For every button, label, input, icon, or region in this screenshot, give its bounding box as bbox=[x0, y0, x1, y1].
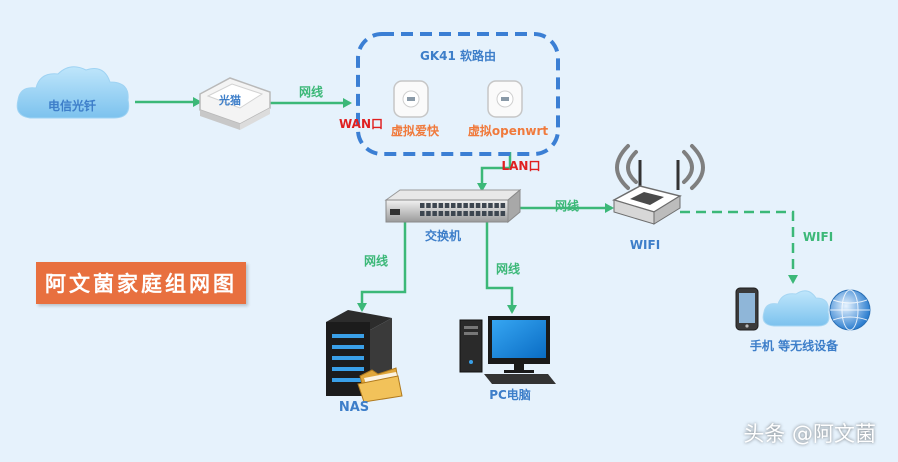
switch-port bbox=[451, 211, 456, 216]
switch-port bbox=[457, 211, 462, 216]
switch-port bbox=[463, 203, 468, 208]
link-router-switch bbox=[477, 152, 512, 192]
folder-icon bbox=[357, 367, 403, 403]
switch-port bbox=[426, 203, 431, 208]
link-wifi-devices bbox=[680, 210, 798, 284]
switch-port bbox=[500, 203, 506, 208]
globe-icon bbox=[829, 289, 871, 331]
switch-port bbox=[469, 203, 475, 208]
link-switch-pc bbox=[485, 222, 517, 314]
pc-tower-icon bbox=[459, 319, 483, 373]
link-label-switch-nas: 网线 bbox=[364, 253, 388, 268]
switch-port bbox=[475, 211, 481, 216]
links bbox=[135, 97, 798, 314]
switch-label: 交换机 bbox=[425, 228, 461, 243]
switch-port bbox=[488, 211, 493, 216]
link-label-switch-pc: 网线 bbox=[496, 261, 520, 276]
router-group-title: GK41 软路由 bbox=[420, 48, 496, 63]
watermark: 头条 @阿文菌 bbox=[743, 422, 876, 446]
switch-port bbox=[463, 211, 468, 216]
wireless-devices-label: 手机 等无线设备 bbox=[750, 338, 839, 353]
switch-port bbox=[494, 211, 499, 216]
switch-port bbox=[488, 203, 493, 208]
wifi-label: WIFI bbox=[630, 238, 660, 252]
link-label-switch-wifi: 网线 bbox=[555, 198, 579, 213]
keyboard-icon bbox=[484, 374, 556, 384]
fiber-label: 电信光钎 bbox=[48, 98, 96, 113]
switch-port bbox=[451, 203, 456, 208]
switch-port bbox=[444, 211, 450, 216]
diagram-title: 阿文菌家庭组网图 bbox=[36, 262, 246, 304]
switch-port bbox=[420, 203, 425, 208]
switch-port bbox=[432, 211, 437, 216]
router-group-box bbox=[356, 32, 560, 156]
wifi-router-icon bbox=[612, 144, 705, 225]
switch-port bbox=[444, 203, 450, 208]
link-label-modem-router: 网线 bbox=[299, 84, 323, 99]
smartphone-icon bbox=[735, 287, 759, 331]
switch-port bbox=[438, 211, 444, 216]
modem-icon bbox=[199, 77, 271, 130]
switch-icon bbox=[384, 188, 522, 224]
ikuai-label: 虚拟爱快 bbox=[391, 123, 440, 138]
lan-port-label: LAN口 bbox=[502, 159, 541, 173]
nas-label: NAS bbox=[339, 400, 369, 415]
wan-port-label: WAN口 bbox=[339, 117, 383, 131]
switch-port bbox=[420, 211, 425, 216]
switch-port bbox=[500, 211, 506, 216]
cloud-icon bbox=[16, 66, 130, 119]
switch-port bbox=[469, 211, 475, 216]
switch-port bbox=[426, 211, 431, 216]
ikuai-ap-icon bbox=[393, 80, 429, 118]
monitor-icon bbox=[488, 316, 550, 373]
switch-port bbox=[457, 203, 462, 208]
link-switch-nas bbox=[357, 222, 407, 312]
switch-port bbox=[482, 203, 487, 208]
modem-label: 光猫 bbox=[218, 93, 241, 107]
cloud-icon bbox=[762, 290, 830, 327]
pc-label: PC电脑 bbox=[489, 387, 531, 402]
switch-port bbox=[482, 211, 487, 216]
openwrt-ap-icon bbox=[487, 80, 523, 118]
openwrt-label: 虚拟openwrt bbox=[468, 123, 549, 138]
switch-port bbox=[438, 203, 444, 208]
switch-port bbox=[475, 203, 481, 208]
switch-port bbox=[432, 203, 437, 208]
switch-port bbox=[494, 203, 499, 208]
link-label-wifi-devices: WIFI bbox=[803, 230, 833, 244]
